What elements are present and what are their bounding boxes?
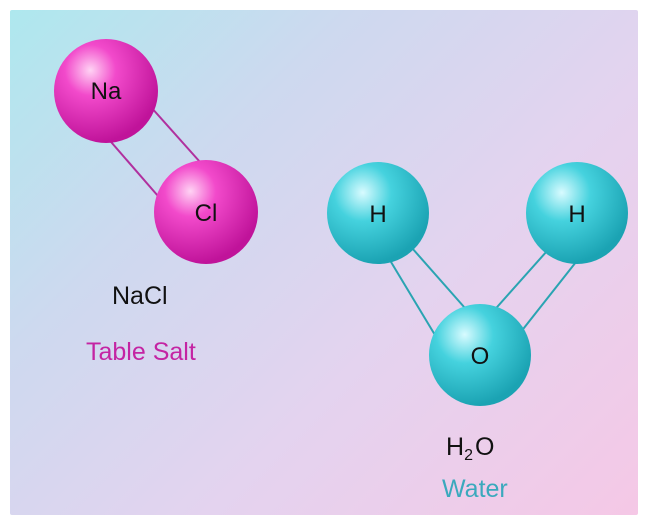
bond-na-cl-1 (104, 134, 159, 197)
atom-h-left (327, 162, 429, 264)
bond-h1-o-1 (387, 256, 439, 341)
atom-h-left-label: H (369, 201, 386, 228)
bond-h2-o-2 (519, 261, 577, 334)
bond-h1-o-2 (411, 247, 473, 317)
water-formula-h: H (446, 433, 465, 461)
atom-h-right-label: H (568, 201, 585, 228)
nacl-formula: NaCl (112, 282, 168, 310)
diagram-canvas: Na Cl H H O NaCl Table Salt H2O Water (10, 10, 638, 515)
water-formula-sub: 2 (464, 447, 473, 464)
water-formula-o: O (474, 433, 495, 461)
atom-o (429, 304, 531, 406)
atom-cl (154, 160, 258, 264)
atom-na (54, 39, 158, 143)
nacl-name: Table Salt (86, 338, 196, 366)
atom-cl-label: Cl (195, 200, 218, 227)
bond-na-cl-2 (149, 105, 201, 163)
atom-na-label: Na (91, 78, 122, 105)
bond-h2-o-1 (489, 250, 548, 316)
atom-o-label: O (471, 343, 490, 370)
molecule-diagram: Na Cl H H O (54, 39, 628, 406)
water-formula: H2O (446, 433, 494, 465)
atom-h-right (526, 162, 628, 264)
water-name: Water (442, 475, 508, 503)
